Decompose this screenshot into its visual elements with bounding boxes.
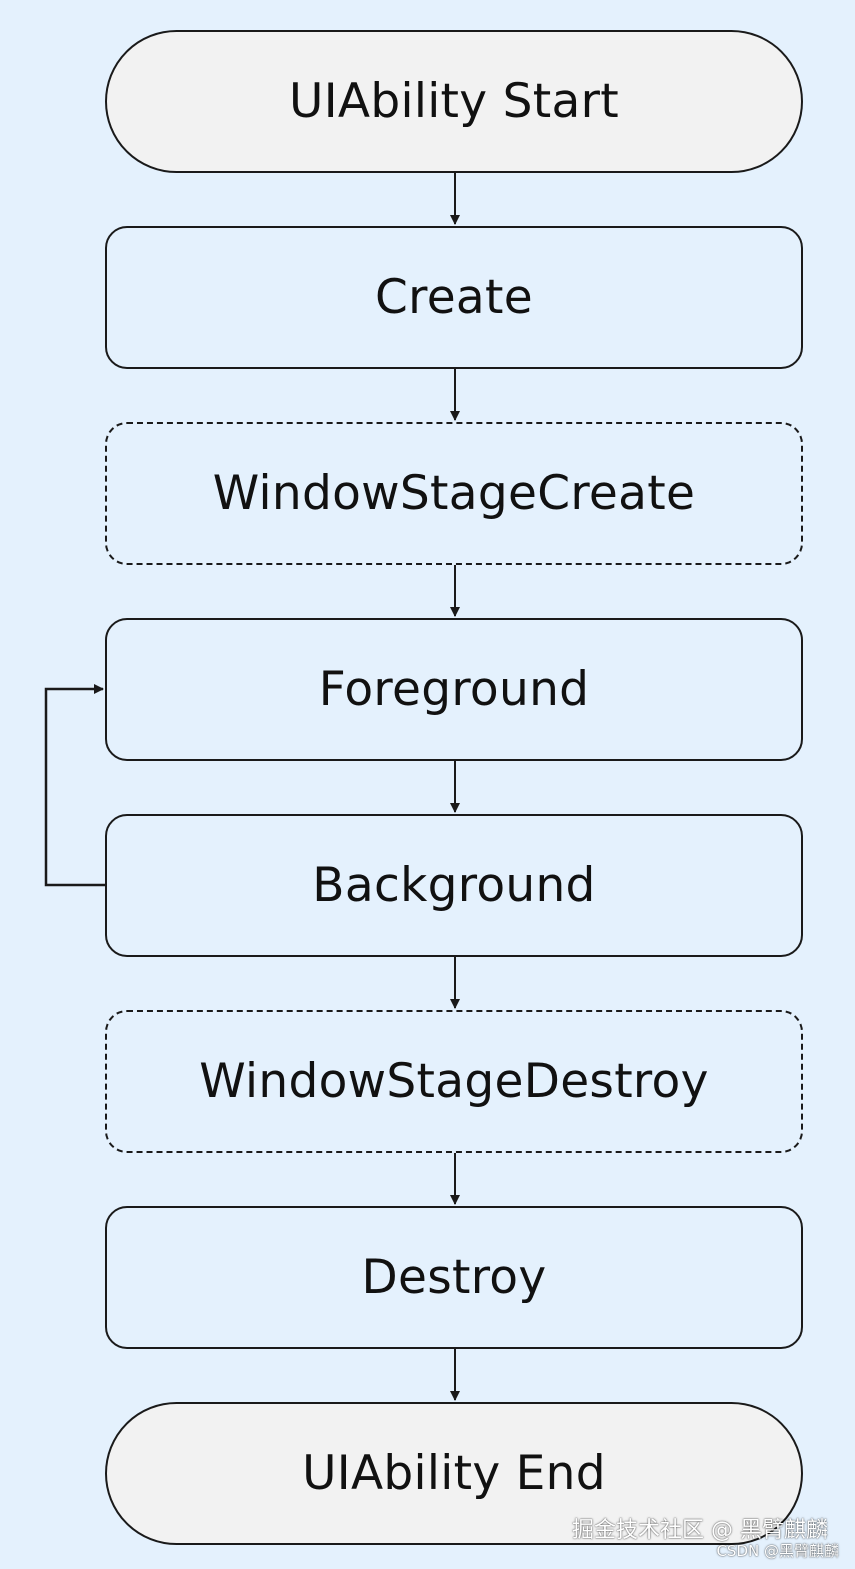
watermark-secondary: CSDN @黑臂麒麟 bbox=[716, 1542, 839, 1560]
node-window-stage-create: WindowStageCreate bbox=[105, 422, 803, 565]
edge-background-loop-to-foreground bbox=[44, 684, 105, 887]
node-background: Background bbox=[105, 814, 803, 957]
node-foreground: Foreground bbox=[105, 618, 803, 761]
watermark-primary: 掘金技术社区 @ 黑臂麒麟 bbox=[572, 1518, 828, 1543]
node-window-stage-destroy: WindowStageDestroy bbox=[105, 1010, 803, 1153]
node-destroy: Destroy bbox=[105, 1206, 803, 1349]
node-create: Create bbox=[105, 226, 803, 369]
node-uiability-start: UIAbility Start bbox=[105, 30, 803, 173]
node-uiability-end: UIAbility End bbox=[105, 1402, 803, 1545]
